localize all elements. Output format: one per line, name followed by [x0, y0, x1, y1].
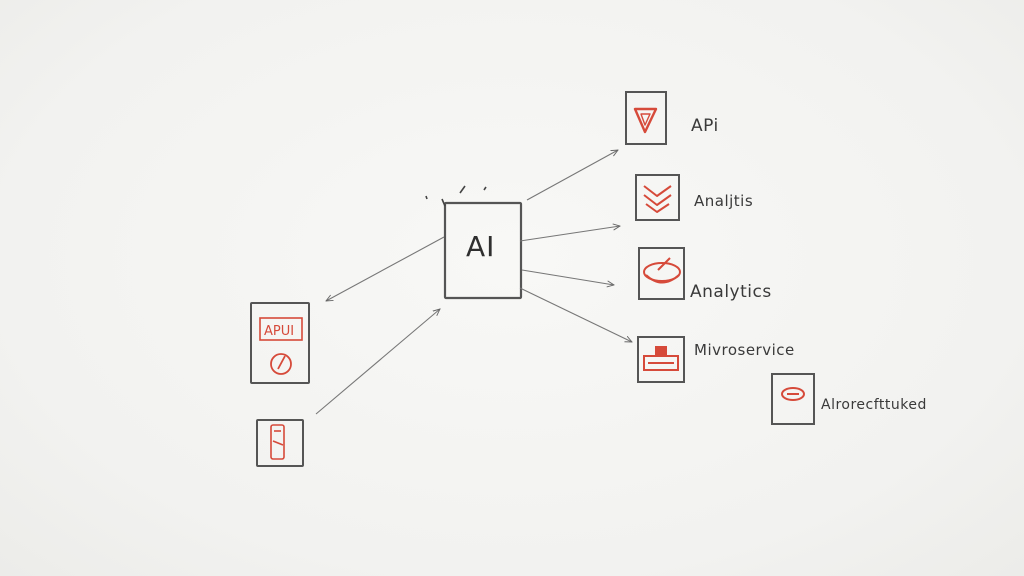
- hub-box: [443, 201, 523, 300]
- node-analytics-2-label: Analytics: [690, 282, 772, 302]
- connectors-left: [315, 236, 445, 415]
- left-node-api: APUI: [250, 302, 310, 384]
- node-api-label: APi: [691, 116, 719, 136]
- server-icon: [643, 346, 679, 371]
- connector-left-device: [315, 309, 440, 415]
- connector-analytics-1: [519, 226, 620, 242]
- node-extra: [771, 373, 815, 425]
- node-microservice: [637, 336, 685, 383]
- hub-ticks: [425, 185, 487, 207]
- node-analytics-2: [638, 247, 685, 300]
- api-label-frame: [259, 317, 303, 341]
- connector-left-api: [326, 236, 445, 301]
- connectors-right: [519, 150, 632, 343]
- node-extra-label: Alrorecfttuked: [821, 397, 927, 413]
- left-api-inner-label: APUI: [264, 324, 294, 339]
- node-analytics-1-label: Analjtis: [694, 192, 754, 210]
- connector-microservice: [519, 287, 632, 343]
- node-analytics-1: [635, 174, 680, 221]
- chevron-stack-icon: [643, 185, 672, 213]
- connector-analytics-2: [521, 269, 614, 285]
- node-api: [625, 91, 667, 145]
- hub-label: AI: [466, 230, 496, 263]
- connector-api: [526, 150, 618, 201]
- left-node-device: [256, 419, 304, 467]
- node-microservice-label: Mivroservice: [694, 341, 795, 359]
- phone-icon: [270, 424, 285, 460]
- link-icon: [781, 387, 805, 401]
- triangle-icon: [633, 107, 658, 134]
- bowl-icon: [643, 257, 681, 284]
- gauge-icon: [270, 353, 292, 375]
